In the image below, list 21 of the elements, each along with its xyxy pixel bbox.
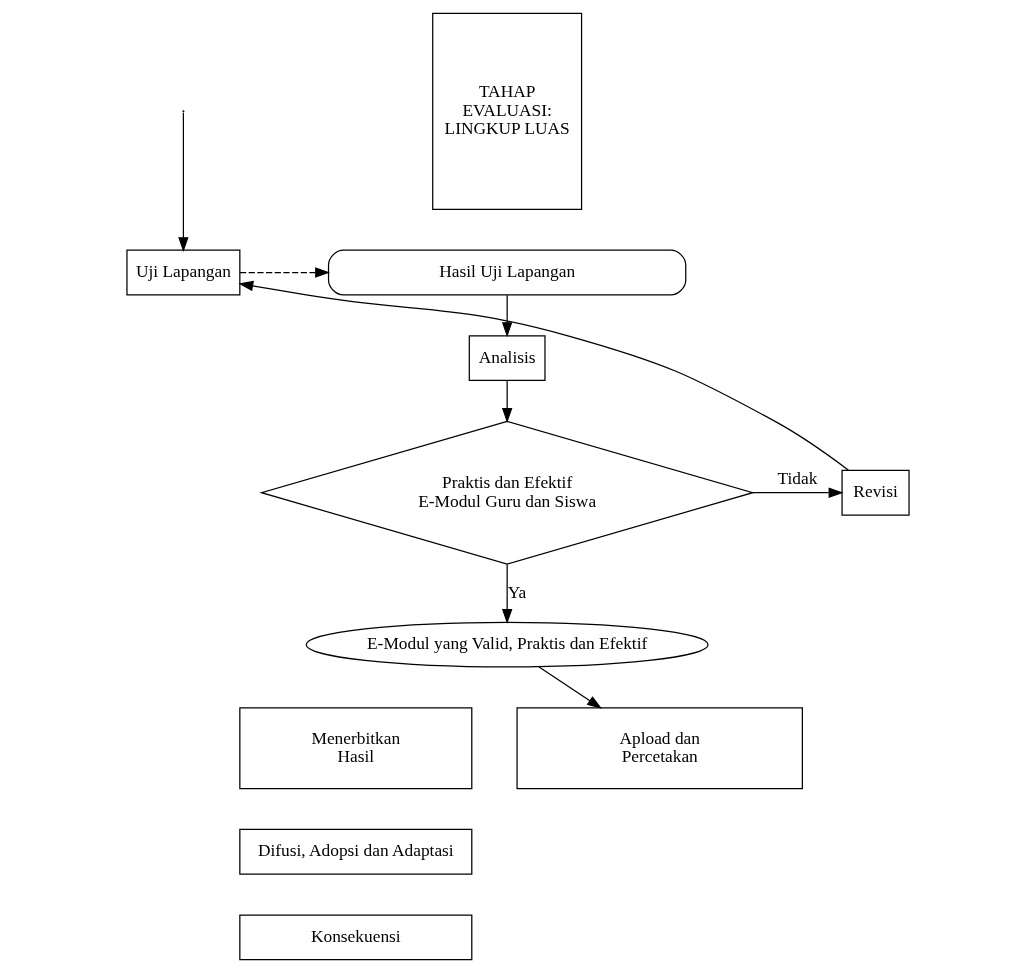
node-diamond: Praktis dan Efektif E-Modul Guru dan Siswa: [258, 420, 755, 565]
arrow: [501, 379, 512, 423]
arrow: [237, 280, 849, 471]
arrow: [501, 563, 512, 624]
node-box: Revisi: [840, 469, 910, 516]
arrow: [751, 487, 843, 498]
arrow: [537, 666, 602, 709]
node-box: TAHAP EVALUASI: LINGKUP LUAS: [431, 12, 582, 210]
edge-label: Ya: [507, 582, 526, 602]
node-box: Hasil Uji Lapangan: [327, 249, 686, 296]
node-ellipse: E-Modul yang Valid, Praktis dan Efektif: [305, 621, 709, 668]
arrow: [177, 112, 189, 253]
node-box: Analisis: [468, 335, 546, 382]
node-box: Uji Lapangan: [125, 249, 240, 296]
node-box: Difusi, Adopsi dan Adaptasi: [238, 828, 472, 875]
node-box: Apload dan Percetakan: [515, 707, 803, 790]
node-box: Menerbitkan Hasil: [238, 707, 472, 790]
arrow: [238, 267, 330, 278]
edge-label: Tidak: [776, 469, 817, 489]
arrow: [501, 294, 512, 338]
node-box: Konsekuensi: [238, 914, 472, 961]
